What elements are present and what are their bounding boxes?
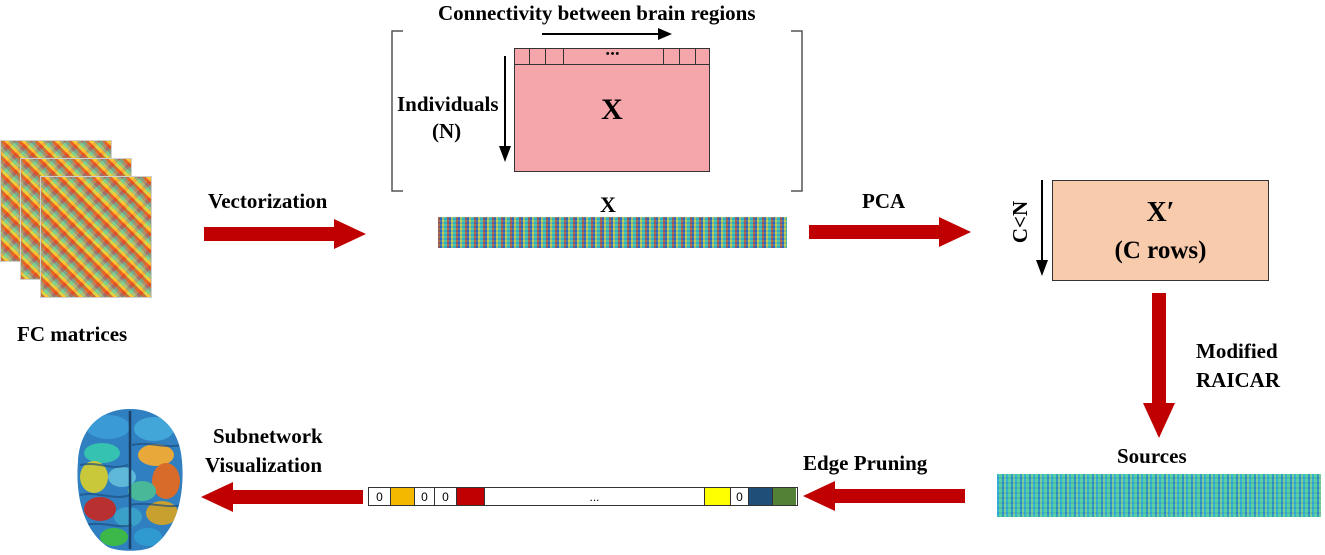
visualization-label: Visualization <box>205 453 323 477</box>
vectorization-arrow <box>204 219 366 249</box>
c-lt-n-label: C<N <box>1008 200 1033 244</box>
x-matrix-box: ••• X <box>514 48 710 172</box>
x-matrix-header-dots: ••• <box>605 48 621 60</box>
x-matrix-symbol: X <box>601 93 623 126</box>
vector-cell-yellow <box>705 488 731 505</box>
edge-pruning-label: Edge Pruning <box>803 451 928 475</box>
fc-matrices-label: FC matrices <box>17 322 128 346</box>
vector-cell-red <box>457 488 485 505</box>
vector-cell-zero: 0 <box>369 488 391 505</box>
x-vector-strip <box>438 217 787 248</box>
c-rows-arrow <box>1036 180 1048 276</box>
c-rows-label: (C rows) <box>1114 237 1207 264</box>
x-matrix-header-row: ••• <box>515 48 709 65</box>
individuals-n-label: (N) <box>432 119 462 143</box>
raicar-label: RAICAR <box>1196 368 1280 392</box>
x-vector-label: X <box>600 192 616 217</box>
modified-label: Modified <box>1196 339 1278 363</box>
vector-cell-orange <box>391 488 415 505</box>
connectivity-label: Connectivity between brain regions <box>438 1 756 25</box>
individuals-arrow <box>499 56 511 162</box>
vector-cell-green <box>773 488 796 505</box>
vectorization-label: Vectorization <box>208 189 328 213</box>
sources-strip <box>997 474 1321 517</box>
sources-label: Sources <box>1117 444 1187 468</box>
x-prime-box: X′ (C rows) <box>1052 180 1269 281</box>
pca-label: PCA <box>862 189 906 213</box>
vector-cell-zero: 0 <box>731 488 749 505</box>
pca-arrow <box>809 217 971 247</box>
fc-matrix-front <box>40 176 152 298</box>
left-bracket <box>391 30 403 192</box>
edge-pruning-arrow <box>803 481 965 511</box>
vector-cell-zero: 0 <box>435 488 457 505</box>
individuals-label: Individuals <box>397 92 499 116</box>
vector-cell-navy <box>749 488 773 505</box>
right-bracket <box>791 30 803 192</box>
pruned-vector: 0 0 0 ... 0 <box>368 487 798 506</box>
x-prime-symbol: X′ <box>1146 197 1175 228</box>
subnetwork-label: Subnetwork <box>213 424 323 448</box>
raicar-arrow <box>1143 293 1175 438</box>
brain-image <box>77 409 183 551</box>
connectivity-arrow <box>542 28 672 40</box>
visualization-arrow <box>201 482 363 512</box>
vector-cell-ellipsis: ... <box>485 488 705 505</box>
vector-cell-zero: 0 <box>415 488 435 505</box>
